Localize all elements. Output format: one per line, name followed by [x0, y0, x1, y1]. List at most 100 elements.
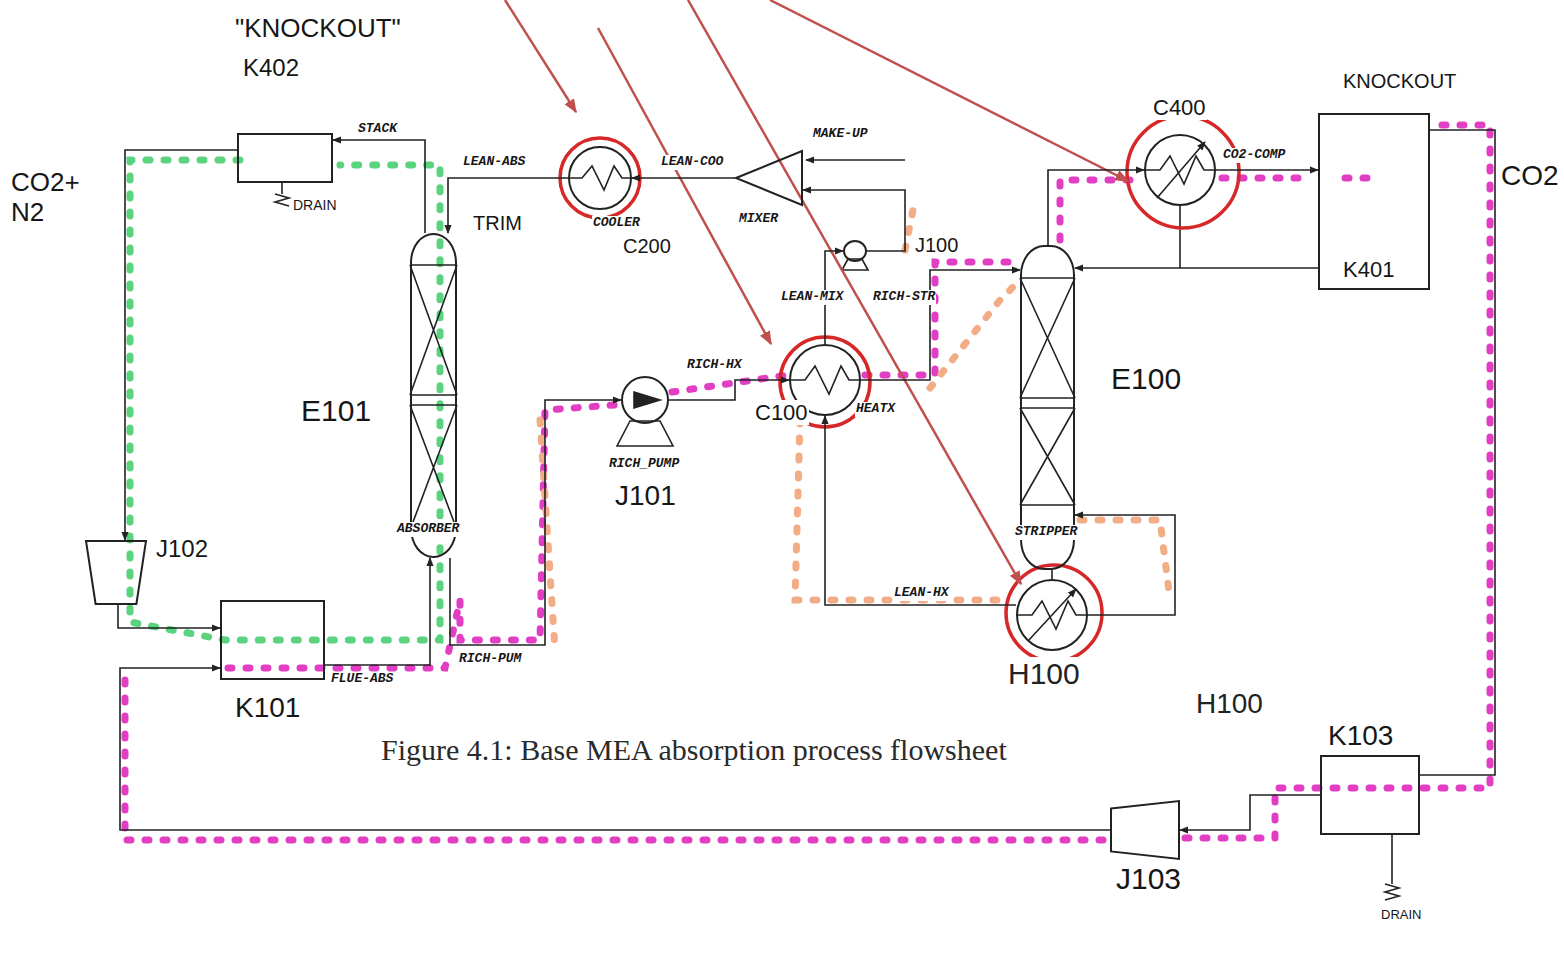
process-stream — [825, 416, 1016, 605]
compressor: J103 — [1110, 800, 1180, 860]
process-stream — [125, 150, 237, 540]
equipment-label: K401 — [1342, 257, 1395, 282]
equipment-label: K103 — [1327, 720, 1394, 752]
stream-label: LEAN-COO — [660, 155, 724, 170]
equipment-label: H100 — [1007, 657, 1081, 692]
shape-outline — [85, 540, 147, 605]
process-stream — [861, 270, 1020, 380]
equipment-label: KNOCKOUT — [1342, 70, 1457, 93]
equipment-label: J101 — [614, 480, 677, 512]
knockout-drum: "KNOCKOUT"K402 — [237, 133, 333, 183]
knockout-drum: KNOCKOUTK401 — [1318, 113, 1430, 290]
absorber-column: E101ABSORBER — [410, 233, 457, 558]
equipment-label: E100 — [1110, 362, 1182, 397]
misc-lines — [275, 160, 1399, 900]
red-annotations — [560, 116, 1239, 661]
note-label: DRAIN — [1380, 908, 1422, 923]
stream-label: LEAN-ABS — [462, 155, 526, 170]
pointer-arrow — [598, 28, 771, 344]
highlight-circle — [560, 138, 640, 218]
packing-section — [410, 405, 457, 530]
heat-exchanger: TRIMCOOLERC200 — [568, 146, 632, 210]
equipment-label: ABSORBER — [396, 522, 460, 537]
makeup-line — [806, 159, 905, 161]
equipment-label: J102 — [155, 535, 209, 563]
pump: RICH_PUMPJ101 — [621, 376, 669, 424]
column-packing — [410, 265, 1075, 530]
process-stream — [1048, 170, 1144, 245]
packing-section — [1020, 278, 1075, 398]
pointer-arrow — [505, 0, 576, 112]
process-stream — [669, 380, 789, 400]
pink-highlight — [228, 405, 615, 668]
pump-arrow — [634, 392, 660, 408]
equipment-label: RICH_PUMP — [608, 457, 680, 472]
highlight-lines — [125, 125, 1490, 840]
process-stream — [1216, 169, 1318, 171]
heat-exchanger: C100HEATX — [789, 344, 861, 416]
process-stream — [118, 605, 220, 628]
equipment-label: J100 — [914, 234, 959, 257]
equipment-label: C400 — [1152, 95, 1207, 120]
exchanger-symbols — [568, 142, 1216, 641]
shape-outline — [736, 151, 802, 205]
stream-label: CO2+ N2 — [10, 168, 78, 228]
figure-caption: Figure 4.1: Base MEA absorption process … — [380, 733, 1008, 768]
pointer-arrow — [770, 0, 1128, 181]
exchanger-zigzag — [789, 366, 861, 394]
exchanger-arrow — [1028, 589, 1076, 641]
equipment-label: TRIM — [472, 212, 523, 235]
stream-label: RICH-STR — [872, 290, 936, 305]
red-pointer-arrows — [505, 0, 1128, 584]
shape-outline — [86, 541, 146, 604]
reflux-line — [1179, 206, 1181, 268]
stream-label: LEAN-MIX — [780, 290, 844, 305]
stream-label: STACK — [357, 122, 398, 137]
pink-highlight — [1185, 125, 1490, 838]
process-stream — [1051, 570, 1053, 579]
equipment-label: E101 — [300, 394, 372, 429]
green-highlight — [130, 160, 440, 640]
shape-outline — [1110, 800, 1180, 860]
process-stream — [333, 140, 425, 233]
heat-exchanger: C400 — [1144, 134, 1216, 206]
stream-label: RICH-PUM — [458, 652, 522, 667]
shape-outline — [735, 150, 803, 206]
equipment-label: HEATX — [855, 402, 896, 417]
stream-label: FLUE-ABS — [330, 672, 394, 687]
drain-symbol — [1385, 835, 1399, 900]
equipment-label: COOLER — [592, 216, 641, 231]
pink-highlight — [125, 680, 1110, 840]
process-stream — [450, 400, 621, 645]
shape-outline — [1111, 801, 1179, 859]
stream-label: LEAN-HX — [893, 586, 950, 601]
process-stream — [120, 668, 1110, 830]
exchanger-zigzag — [568, 166, 632, 190]
drain-symbol — [275, 183, 289, 206]
packing-section — [1020, 408, 1075, 505]
equipment-label: C200 — [622, 235, 672, 258]
pump: J100 — [843, 240, 867, 262]
process-stream — [325, 558, 430, 665]
note-label: H100 — [1195, 688, 1264, 720]
process-stream — [1075, 515, 1175, 615]
pump-bases — [617, 259, 868, 446]
equipment-box: K101 — [220, 600, 325, 680]
exchanger-arrow — [1157, 142, 1205, 198]
equipment-box: K103 — [1320, 755, 1420, 835]
stream-label: CO2-COMP — [1222, 148, 1286, 163]
equipment-label: MIXER — [738, 212, 779, 227]
packing-section — [410, 265, 457, 395]
equipment-label: C100 — [754, 400, 809, 425]
equipment-label: K402 — [242, 54, 300, 82]
equipment-label: "KNOCKOUT" — [234, 14, 402, 44]
equipment-vessel: J102 — [85, 540, 147, 605]
equipment-label: J103 — [1115, 862, 1182, 897]
stream-label: CO2 — [1500, 160, 1560, 192]
equipment-label: K101 — [234, 692, 301, 724]
process-stream — [1075, 267, 1318, 269]
stream-label: RICH-HX — [686, 358, 743, 373]
